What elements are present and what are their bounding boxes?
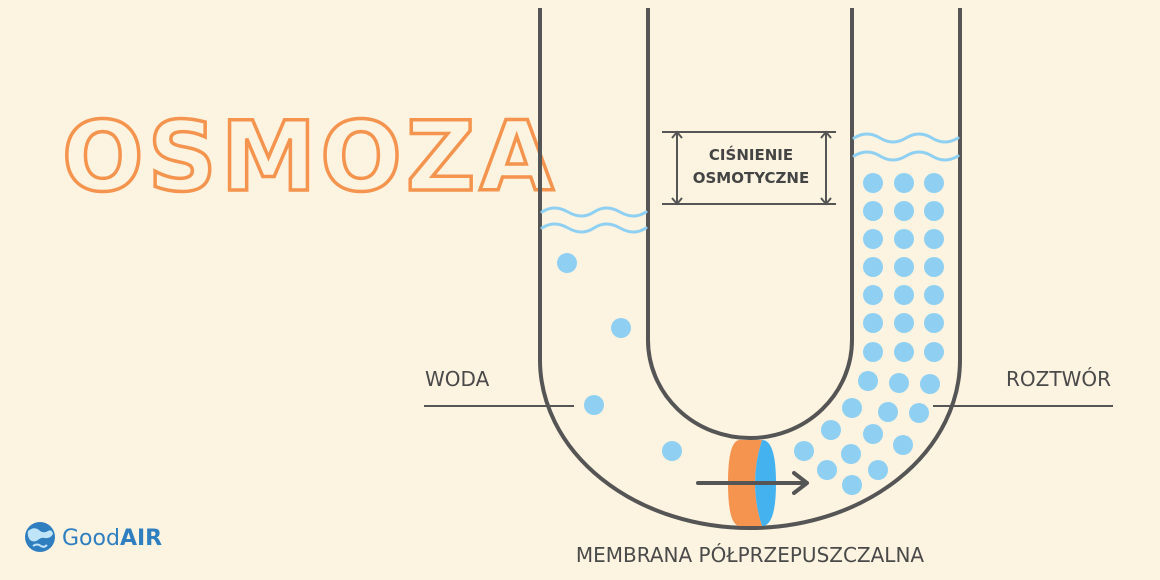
diagram-title: OSMOZA xyxy=(62,101,558,213)
u-tube-outer xyxy=(538,8,962,530)
solution-particles xyxy=(794,173,944,495)
pressure-label-line1: CIŚNIENIE xyxy=(709,145,793,164)
u-tube-inner xyxy=(646,8,854,440)
flow-arrow xyxy=(696,471,809,495)
membrane-label: MEMBRANA PÓŁPRZEPUSZCZALNA xyxy=(576,543,925,567)
logo-air: AIR xyxy=(120,526,162,551)
logo-wordmark: GoodAIR xyxy=(62,526,162,551)
pressure-label-line2: OSMOTYCZNE xyxy=(693,169,809,187)
water-label: WODA xyxy=(425,367,490,391)
logo-good: Good xyxy=(62,526,120,551)
water-surface-left xyxy=(540,206,648,234)
osmotic-pressure-bracket xyxy=(662,130,836,206)
solution-label: ROZTWÓR xyxy=(1006,367,1111,391)
globe-icon xyxy=(25,522,55,552)
water-surface-right xyxy=(852,132,960,162)
water-molecules xyxy=(557,253,682,461)
